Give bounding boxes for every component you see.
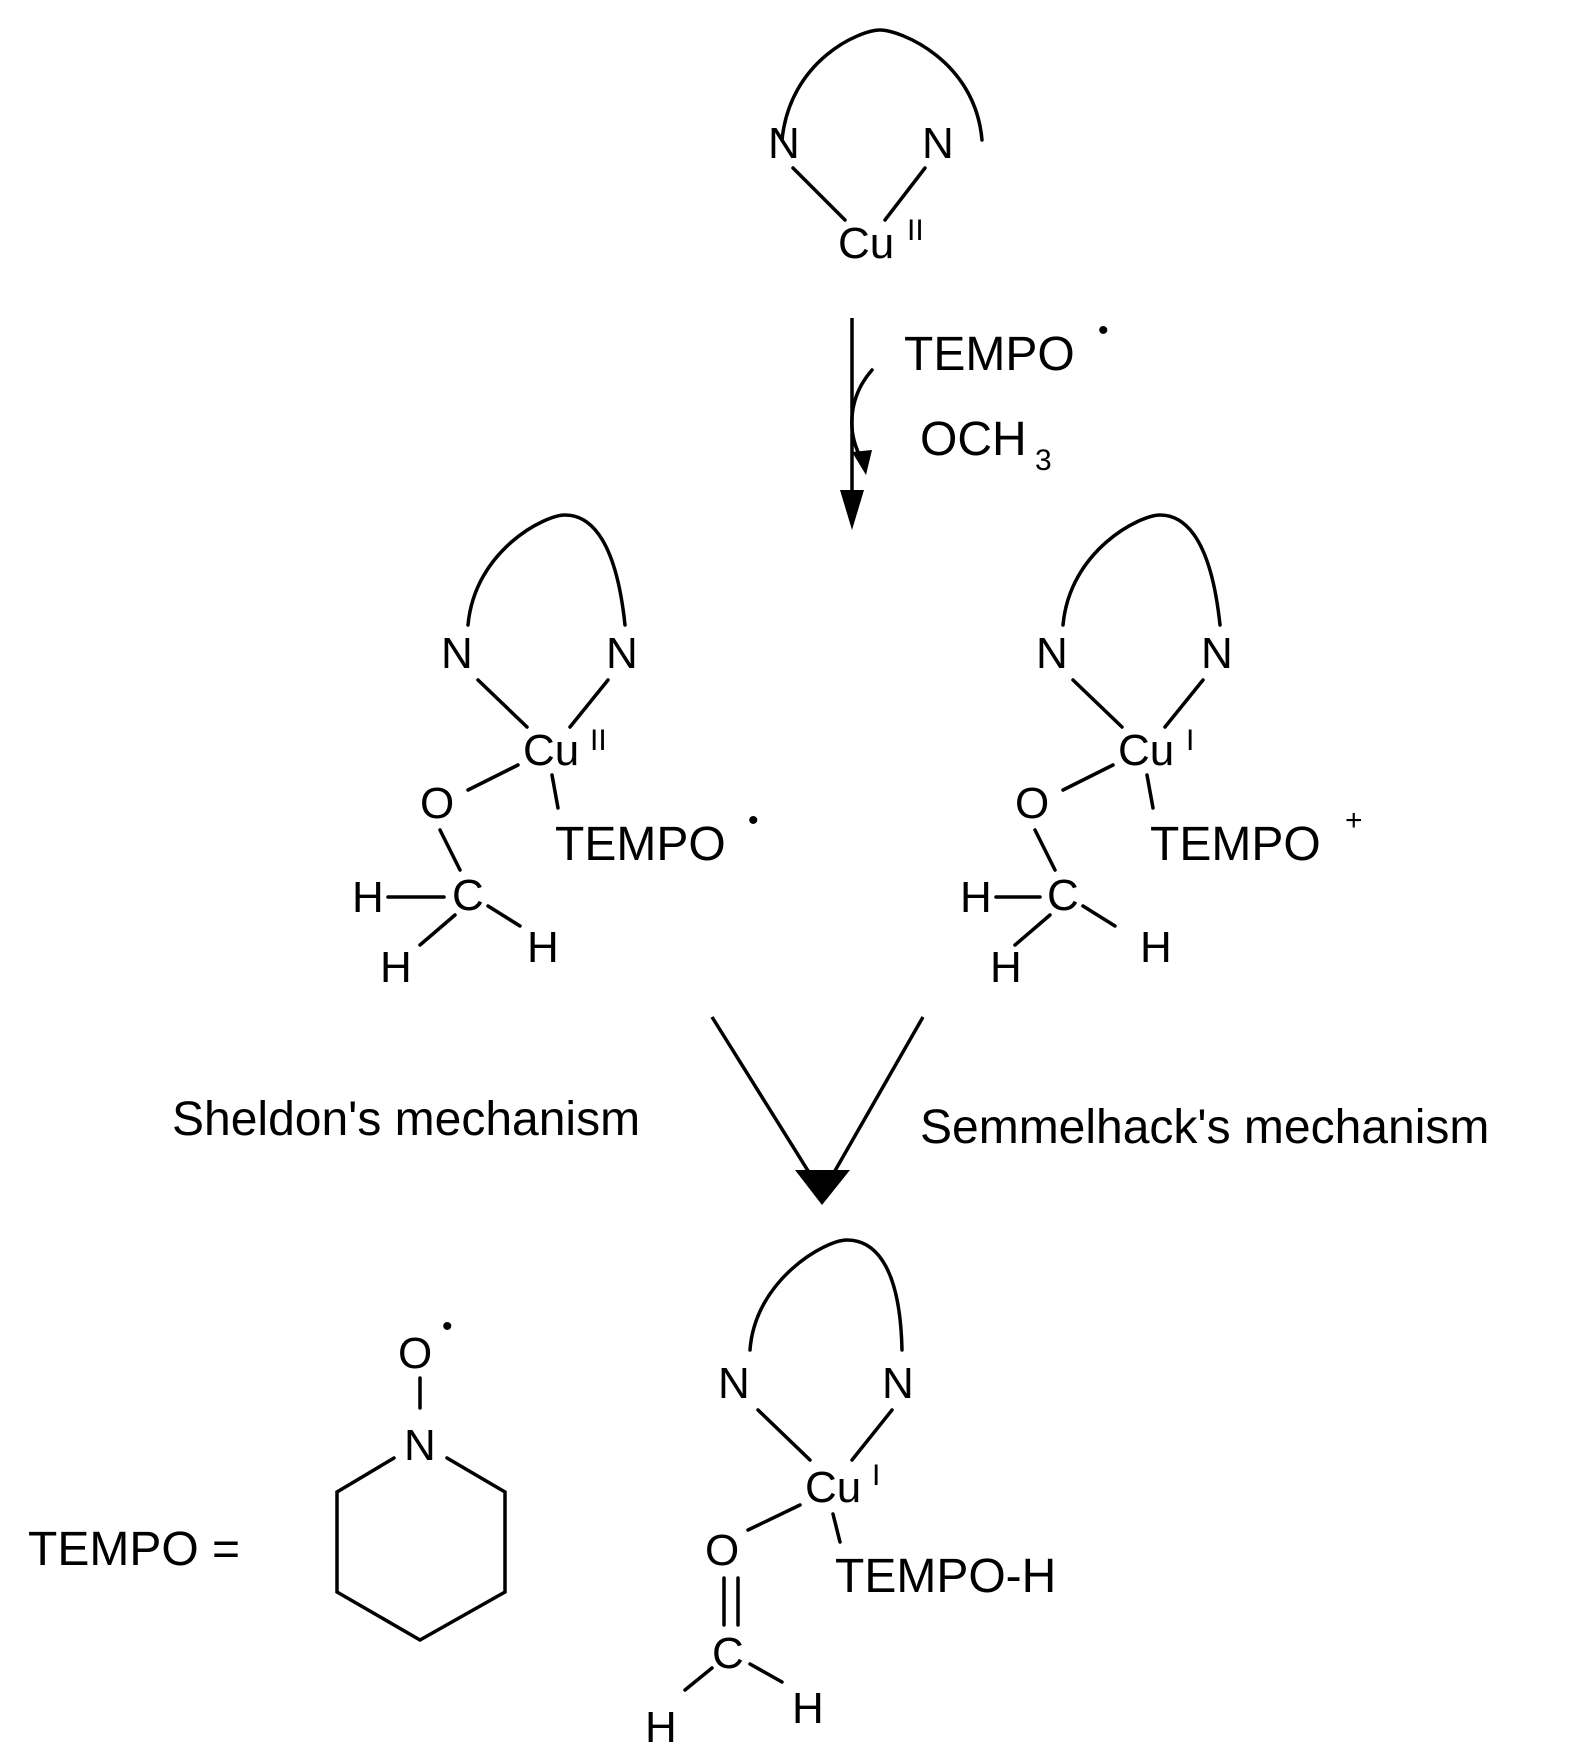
intermediate-cu-i-tempo-cation: N N Cu I O TEMPO + C H H H: [960, 513, 1363, 992]
bond-c-h-right: [486, 904, 522, 928]
atom-n: N: [404, 1421, 436, 1470]
converging-arrows: Sheldon's mechanism Semmelhack's mechani…: [172, 1016, 1489, 1205]
ligand-tempo-radical: TEMPO: [555, 818, 726, 871]
atom-o: O: [420, 779, 454, 828]
label-semmelhack-mechanism: Semmelhack's mechanism: [920, 1101, 1489, 1154]
atom-cu: Cu: [523, 726, 579, 775]
bond-n-cu-left: [1071, 678, 1124, 729]
atom-n-left: N: [1036, 629, 1068, 678]
label-sheldon-mechanism: Sheldon's mechanism: [172, 1093, 640, 1146]
atom-h-left: H: [352, 873, 384, 922]
diamine-ligand-arc: [1061, 513, 1222, 627]
oxidation-state-ii: II: [590, 724, 607, 757]
atom-o: O: [398, 1329, 432, 1378]
bond-n-cu-right: [568, 678, 610, 729]
bond-n-cu-right: [850, 1408, 894, 1462]
atom-o: O: [705, 1526, 739, 1575]
atom-n-left: N: [718, 1359, 750, 1408]
atom-n-right: N: [1201, 629, 1233, 678]
ligand-tempo-cation: TEMPO: [1150, 818, 1321, 871]
reagent-tempo: TEMPO: [904, 328, 1075, 381]
bond-n-cu-right: [883, 166, 927, 222]
radical-dot-reagent: •: [1098, 314, 1109, 347]
bond-c-h-bottom: [1013, 913, 1052, 947]
atom-c: C: [452, 871, 484, 920]
atom-h-right: H: [792, 1684, 824, 1733]
bond-cu-tempo: [1145, 773, 1155, 810]
tempo-definition: TEMPO = O • N: [28, 1310, 507, 1643]
bond-o-c: [1033, 828, 1057, 872]
intermediate-cu-ii-tempo-radical: N N Cu II O TEMPO • C H H H: [352, 513, 759, 992]
curved-arrow-head: [852, 450, 872, 475]
tempo-equals-label: TEMPO =: [28, 1523, 240, 1576]
bond-o-c: [438, 828, 462, 872]
bond-n-cu-left: [756, 1408, 812, 1462]
ligand-tempo-h: TEMPO-H: [835, 1550, 1056, 1603]
bond-cu-tempo-h: [831, 1512, 842, 1544]
reagent-och3: OCH: [920, 413, 1027, 466]
oxidation-state-ii: II: [907, 214, 924, 247]
atom-n-left: N: [441, 629, 473, 678]
arrow-left-shaft: [710, 1016, 822, 1191]
arrow-right-shaft: [822, 1016, 925, 1191]
atom-h-left: H: [645, 1703, 677, 1752]
radical-dot: •: [748, 804, 759, 837]
bond-cu-o: [1061, 763, 1115, 792]
complex-cu-ii-start: N N Cu II: [768, 28, 984, 268]
atom-h-left: H: [960, 873, 992, 922]
atom-h-bottom: H: [990, 943, 1022, 992]
atom-n-right: N: [922, 119, 954, 168]
bond-cu-o: [746, 1503, 802, 1532]
diamine-ligand-arc: [466, 513, 627, 627]
piperidine-ring: [335, 1456, 507, 1643]
atom-h-right: H: [1140, 923, 1172, 972]
atom-c: C: [712, 1629, 744, 1678]
atom-n-right: N: [882, 1359, 914, 1408]
atom-c: C: [1047, 871, 1079, 920]
arrow-head: [840, 490, 864, 530]
bond-c-h-bottom: [418, 913, 457, 947]
bond-cu-tempo: [550, 773, 560, 810]
reagent-subscript-3: 3: [1035, 444, 1052, 477]
bond-n-cu-left: [791, 166, 847, 222]
converging-arrow-head: [795, 1170, 850, 1205]
bond-n-cu-left: [476, 678, 529, 729]
bond-c-h-left: [683, 1666, 714, 1692]
oxidation-state-i: I: [872, 1459, 880, 1492]
bond-cu-o: [466, 763, 520, 792]
radical-dot: •: [442, 1310, 453, 1343]
oxidation-state-i: I: [1186, 724, 1194, 757]
bond-n-cu-right: [1163, 678, 1205, 729]
diamine-ligand-arc: [780, 28, 984, 142]
product-cu-i-formaldehyde: N N Cu I O TEMPO-H C H H: [645, 1238, 1056, 1752]
reagent-arrow: TEMPO • OCH 3: [840, 314, 1109, 530]
charge-plus: +: [1345, 804, 1363, 837]
bond-c-h-right: [1081, 904, 1117, 928]
curved-arrow: [850, 368, 874, 462]
atom-cu: Cu: [1118, 726, 1174, 775]
atom-n-left: N: [768, 119, 800, 168]
atom-cu: Cu: [838, 219, 894, 268]
diamine-ligand-arc: [748, 1238, 904, 1352]
bond-c-h-right: [748, 1662, 784, 1684]
atom-o: O: [1015, 779, 1049, 828]
atom-n-right: N: [606, 629, 638, 678]
atom-cu: Cu: [805, 1463, 861, 1512]
atom-h-bottom: H: [380, 943, 412, 992]
atom-h-right: H: [527, 923, 559, 972]
